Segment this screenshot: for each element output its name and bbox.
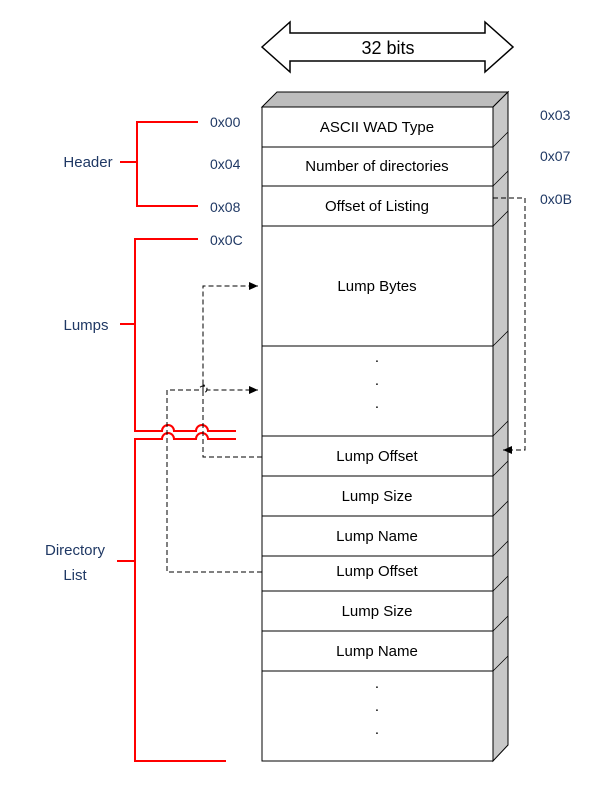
memory-cells [261,106,494,762]
address-0x0c: 0x0C [210,232,243,248]
listing-pointer-arrow [493,197,526,454]
block-top-face [260,91,510,108]
dir1-offset-label: Lump Offset [336,448,418,465]
side-face-separators [492,131,509,672]
block-side-face [492,90,509,763]
lumps-ellipsis-dot-2: . [375,372,379,389]
double-arrow-shape [260,20,515,74]
header-group-label: Header [63,154,112,171]
dir2-offset-label: Lump Offset [336,563,418,580]
num-dirs-label: Number of directories [305,158,448,175]
address-0x08: 0x08 [210,199,241,215]
addresses-right: 0x03 0x07 0x0B [540,107,572,207]
lump-offset-2-pointer [166,385,262,573]
cell-dir2-offset [261,555,494,592]
dir2-name-label: Lump Name [336,643,418,660]
cell-listing-offset [261,185,494,227]
group-brackets [117,121,236,762]
directory-bracket [117,432,236,762]
cell-labels: ASCII WAD Type Number of directories Off… [305,119,448,738]
width-arrow: 32 bits [260,20,515,74]
directory-group-label-line1: Directory [45,542,106,559]
pointer-arrows [166,197,526,573]
dir-ellipsis-dot-2: . [375,698,379,715]
lumps-bracket [120,238,236,432]
cell-dir2-size [261,590,494,632]
cell-dir1-name [261,515,494,557]
listing-offset-label: Offset of Listing [325,198,429,215]
directory-group-label-line2: List [63,567,87,584]
dir-ellipsis-dot-1: . [375,675,379,692]
lumps-group-label: Lumps [63,317,108,334]
lumps-ellipsis-dot-1: . [375,349,379,366]
cell-dir1-size [261,475,494,517]
cell-dir2-name [261,630,494,672]
dir1-size-label: Lump Size [342,488,413,505]
lump-bytes-label: Lump Bytes [337,278,416,295]
dir1-name-label: Lump Name [336,528,418,545]
group-labels: Header Lumps Directory List [45,154,113,584]
address-0x03: 0x03 [540,107,571,123]
cell-lump-bytes [261,225,494,347]
header-bracket [120,121,198,207]
cell-wad-type [261,106,494,148]
lumps-ellipsis-dot-3: . [375,395,379,412]
address-0x0b: 0x0B [540,191,572,207]
addresses-left: 0x00 0x04 0x08 0x0C [210,114,243,248]
cell-directory-continuation [261,670,494,762]
dir-ellipsis-dot-3: . [375,721,379,738]
cell-lumps-continuation [261,345,494,437]
dir2-size-label: Lump Size [342,603,413,620]
cell-num-dirs [261,146,494,187]
wad-type-label: ASCII WAD Type [320,119,434,136]
address-0x04: 0x04 [210,156,241,172]
address-0x00: 0x00 [210,114,241,130]
width-label: 32 bits [361,38,414,58]
address-0x07: 0x07 [540,148,571,164]
